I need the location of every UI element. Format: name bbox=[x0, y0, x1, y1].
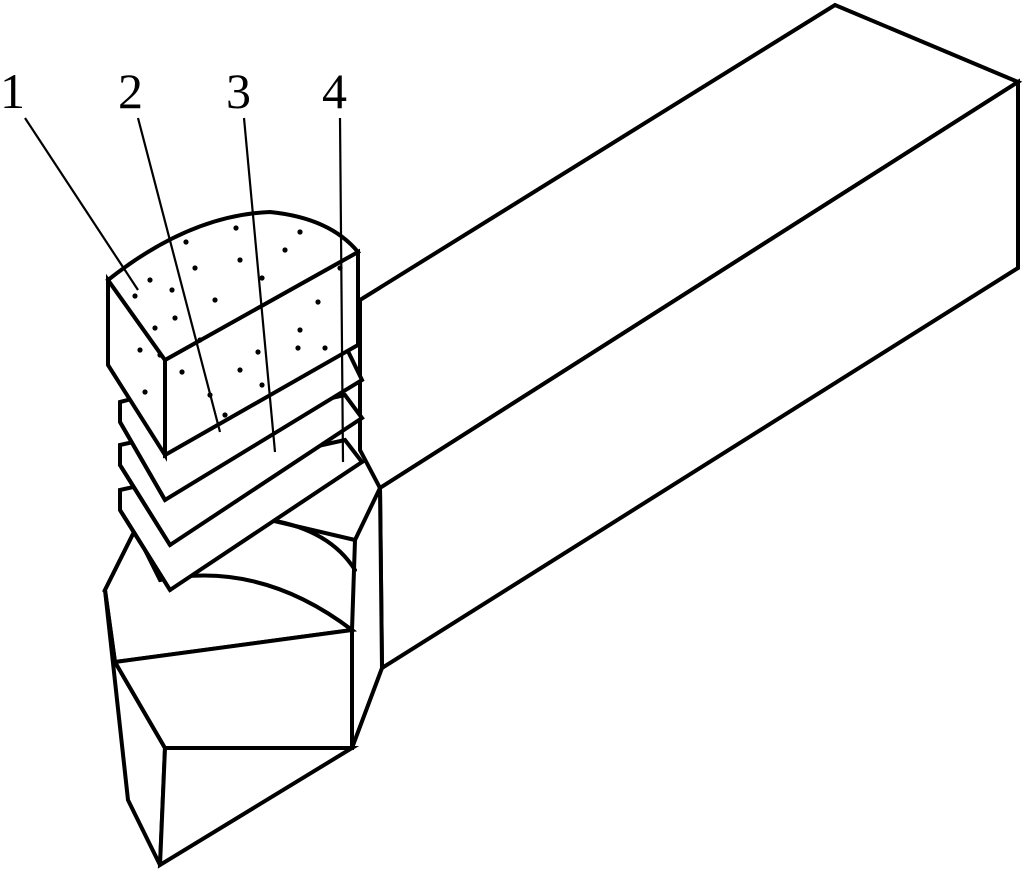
leader-lines bbox=[24, 117, 345, 463]
tool-shank bbox=[358, 2, 1023, 672]
leader-line-2 bbox=[136, 117, 222, 433]
part-label-3: 3 bbox=[226, 63, 251, 119]
part-label-2: 2 bbox=[118, 63, 143, 119]
leader-line-3 bbox=[242, 117, 277, 453]
leader-line-1 bbox=[24, 117, 139, 291]
insert-speckle bbox=[132, 225, 343, 418]
insert-top-face bbox=[105, 209, 362, 363]
part-label-1: 1 bbox=[0, 63, 25, 119]
part-label-4: 4 bbox=[322, 63, 347, 119]
head-bottom-face bbox=[157, 746, 360, 869]
leader-line-4 bbox=[338, 117, 345, 463]
part-labels: 1 2 3 4 bbox=[0, 63, 347, 119]
